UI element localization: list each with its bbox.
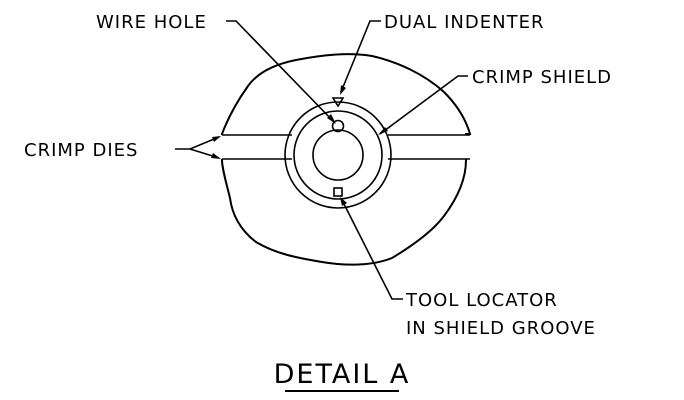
dual-indenter-mark xyxy=(331,97,345,108)
arrow-wire-hole xyxy=(327,114,336,124)
arrow-crimp-shield xyxy=(378,127,388,135)
detail-title: DETAIL A xyxy=(274,359,411,390)
label-dual-indenter: DUAL INDENTER xyxy=(384,12,544,33)
label-wire-hole: WIRE HOLE xyxy=(96,12,207,33)
wire-bore xyxy=(312,129,364,181)
wire-hole xyxy=(331,119,345,133)
label-tool-locator-line1: TOOL LOCATOR xyxy=(405,290,558,311)
label-crimp-dies: CRIMP DIES xyxy=(24,140,138,161)
label-tool-locator-line2: IN SHIELD GROOVE xyxy=(406,318,596,339)
arrow-tool-locator xyxy=(340,197,347,206)
arrow-crimp-dies-lower xyxy=(211,153,221,159)
leader-wire-hole xyxy=(226,20,335,123)
die-cavity-ring xyxy=(293,110,383,200)
leader-dual-indenter xyxy=(340,20,381,93)
crimp-shield-outer xyxy=(284,101,392,209)
arrow-crimp-dies-upper xyxy=(212,136,221,142)
leader-crimp-shield xyxy=(379,75,468,135)
leader-tool-locator xyxy=(341,199,403,300)
die-gap xyxy=(221,135,470,159)
arrow-dual-indenter xyxy=(340,85,346,95)
tool-locator-mark xyxy=(333,187,343,197)
label-crimp-shield: CRIMP SHIELD xyxy=(472,67,612,88)
die-breakout-outline xyxy=(221,53,472,266)
